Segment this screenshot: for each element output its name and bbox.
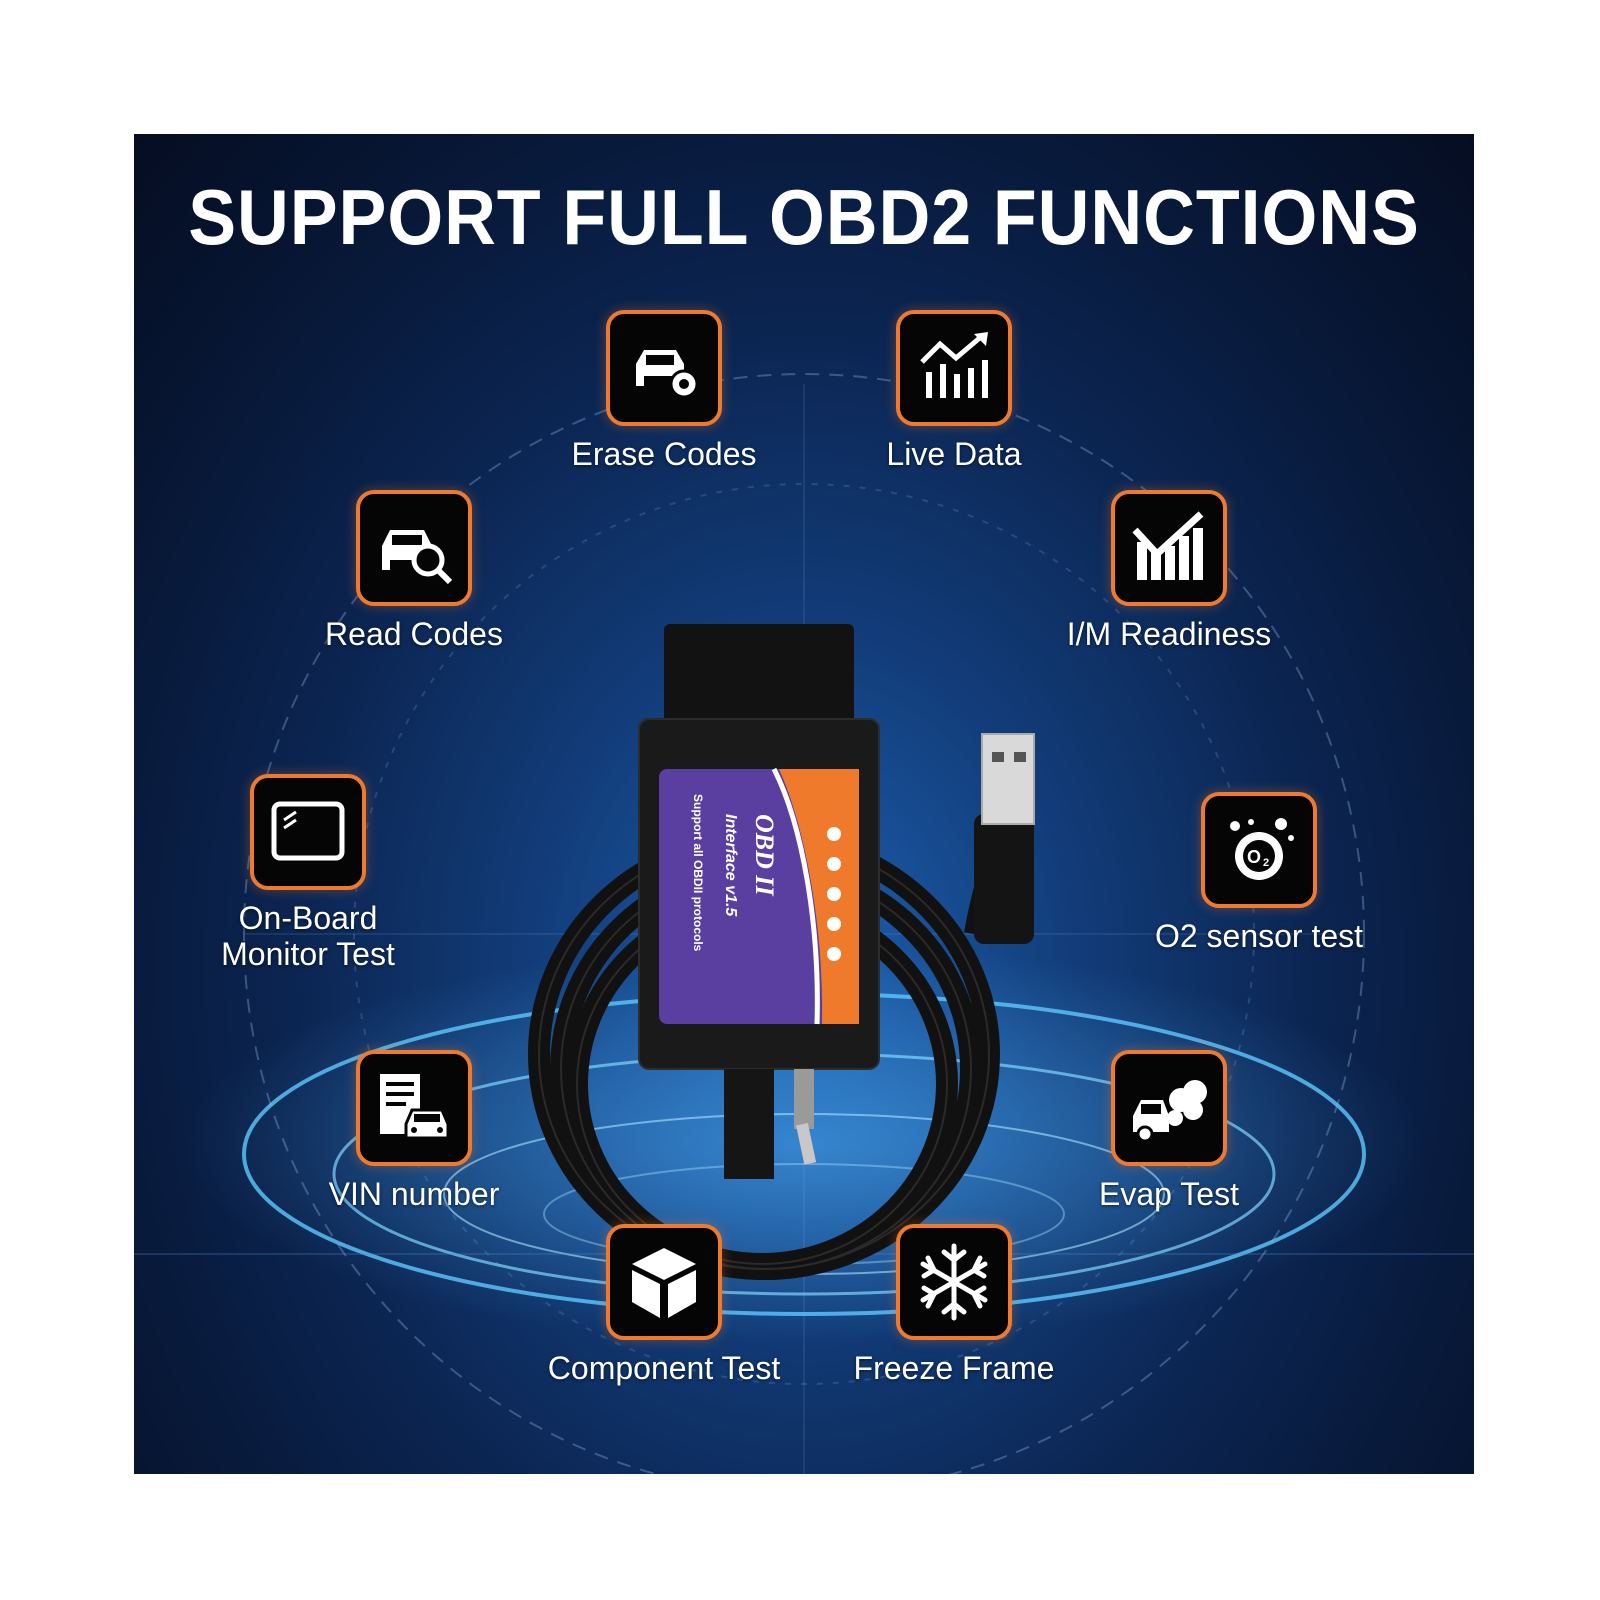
o2-sensor-icon: O 2 [1201,792,1317,908]
device-tagline: Support all OBDII protocols [691,794,705,952]
feature-label: Evap Test [1099,1176,1239,1212]
headline: SUPPORT FULL OBD2 FUNCTIONS [188,173,1420,261]
device-model: Interface v1.5 [722,814,739,917]
feature-label: On-Board Monitor Test [221,900,395,972]
feature-label: Component Test [547,1350,781,1386]
feature-component-test: Component Test [534,1224,794,1386]
feature-evap-test: Evap Test [1039,1050,1299,1212]
feature-label: VIN number [328,1176,500,1212]
snowflake-icon [896,1224,1012,1340]
monitor-icon [250,774,366,890]
feature-label: Live Data [886,436,1022,472]
feature-read-codes: Read Codes [284,490,544,652]
feature-label: Erase Codes [571,436,757,472]
svg-text:O: O [1247,847,1261,867]
car-exhaust-icon [1111,1050,1227,1166]
product-panel: SUPPORT FULL OBD2 FUNCTIONS [134,134,1474,1474]
feature-erase-codes: Erase Codes [534,310,794,472]
usb-plug [974,733,1035,944]
car-gear-icon [606,310,722,426]
car-search-icon [356,490,472,606]
device-brand: OBD II [750,814,779,897]
feature-label: O2 sensor test [1154,918,1364,954]
document-car-icon [356,1050,472,1166]
feature-onboard-monitor: On-Board Monitor Test [178,774,438,972]
bar-chart-trend-icon [896,310,1012,426]
feature-label: I/M Readiness [1066,616,1272,652]
device-label: OBD II Interface v1.5 Support all OBDII … [659,767,859,1025]
feature-im-readiness: I/M Readiness [1039,490,1299,652]
feature-freeze-frame: Freeze Frame [824,1224,1084,1386]
obd-connector [664,624,854,734]
feature-live-data: Live Data [824,310,1084,472]
obd2-adapter-image: OBD II Interface v1.5 Support all OBDII … [528,624,1035,1280]
feature-vin-number: VIN number [284,1050,544,1212]
check-bars-icon [1111,490,1227,606]
feature-label: Freeze Frame [853,1350,1055,1386]
svg-text:2: 2 [1263,857,1269,869]
feature-label: Read Codes [325,616,503,652]
cube-icon [606,1224,722,1340]
feature-o2-sensor: O 2 O2 sensor test [1129,792,1389,954]
